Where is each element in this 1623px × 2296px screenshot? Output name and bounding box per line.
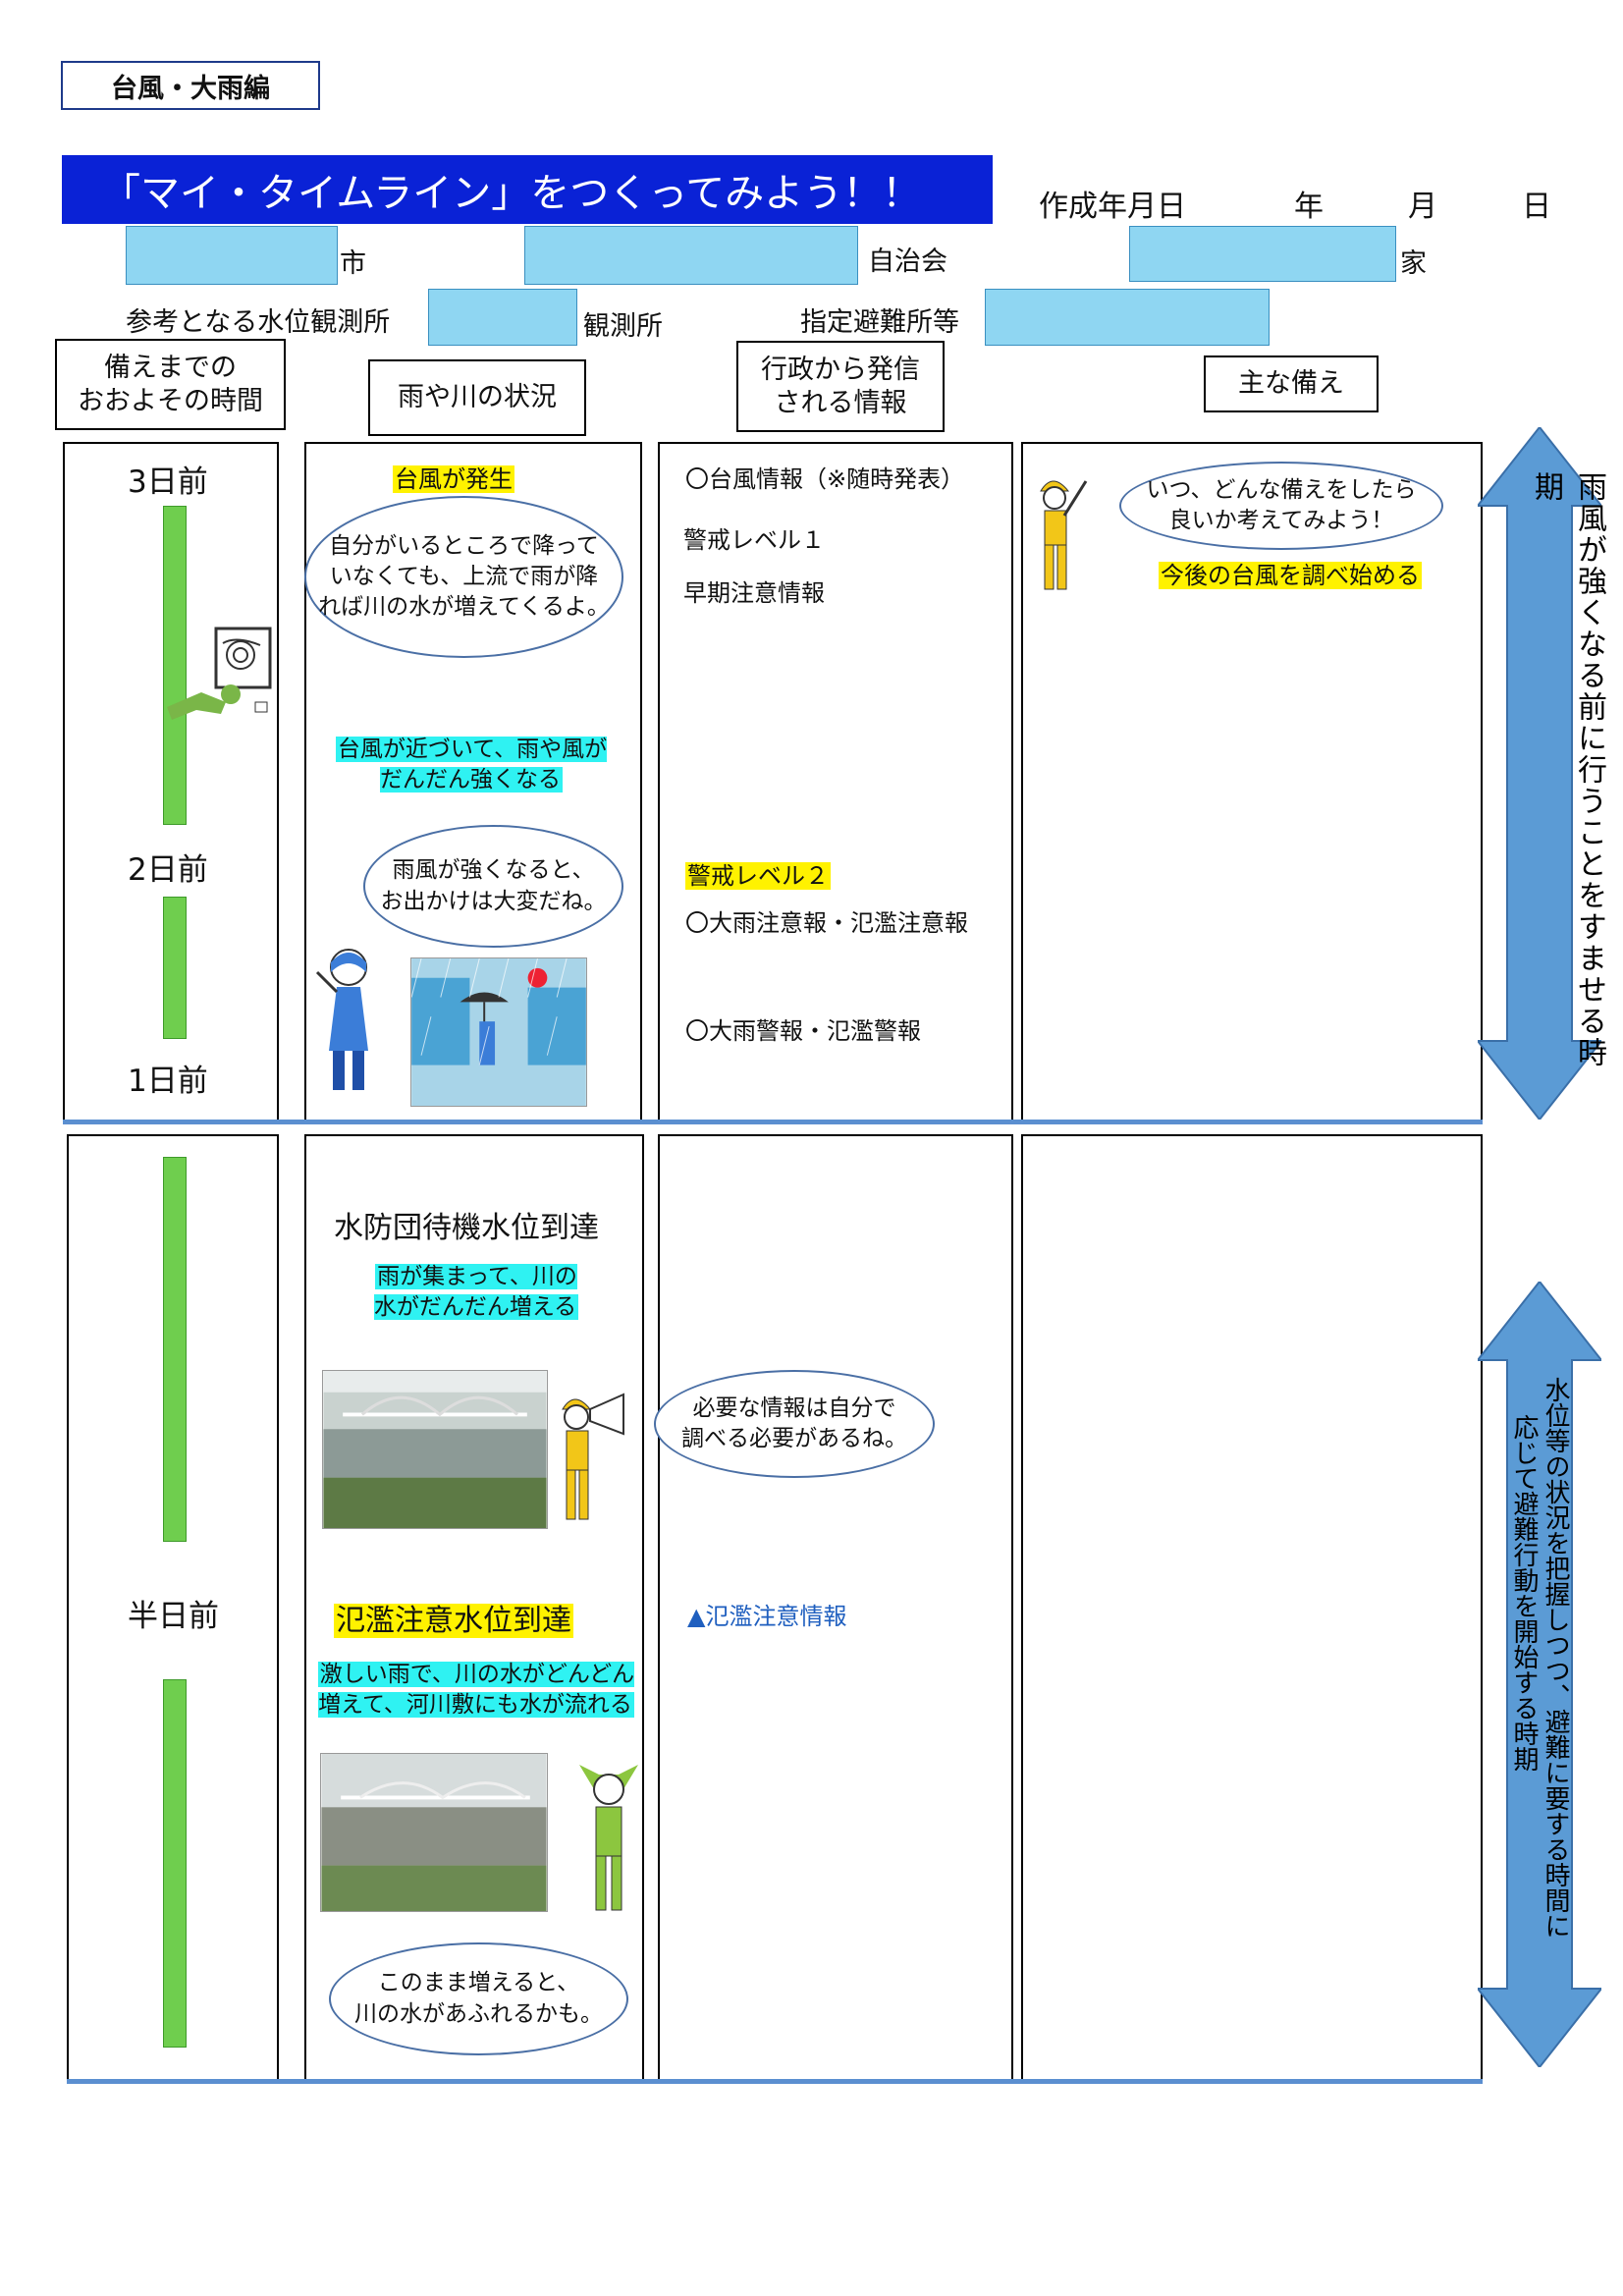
lower-separator (67, 2079, 1483, 2084)
gov-alert-level-2: 警戒レベル２ (685, 862, 831, 890)
lower-period-text-1: 水位等の状況を把握しつつ、避難に要する時間に (1541, 1377, 1570, 1939)
lower-period-text-2: 応じて避難行動を開始する時期 (1509, 1414, 1539, 1772)
heavy-rain-description: 激しい雨で、川の水がどんどん 増えて、河川敷にも水が流れる (317, 1662, 635, 1719)
city-label: 市 (340, 248, 366, 279)
time-bar-4 (163, 1679, 187, 2048)
header-prep: 主な備え (1204, 355, 1379, 412)
speech-bubble-information: 必要な情報は自分で 調べる必要があるね。 (654, 1370, 935, 1478)
date-day: 日 (1522, 190, 1551, 224)
gov-early-caution: 早期注意情報 (683, 579, 825, 607)
gov-typhoon-info: 〇台風情報（※随時発表） (685, 465, 965, 493)
approaching-typhoon: 台風が近づいて、雨や風が だんだん強くなる (335, 737, 608, 793)
standby-water-level: 水防団待機水位到達 (334, 1211, 599, 1245)
typhoon-born: 台風が発生 (393, 465, 514, 493)
character-weathermap-icon (167, 627, 272, 720)
rainy-street-image (410, 957, 587, 1107)
time-bar-3 (163, 1157, 187, 1542)
flood-caution-level: 氾濫注意水位到達 (334, 1604, 573, 1638)
upper-separator (63, 1120, 1483, 1124)
shelter-label: 指定避難所等 (800, 307, 959, 338)
association-label: 自治会 (868, 246, 947, 277)
header-gov: 行政から発信 される情報 (736, 341, 945, 432)
speech-bubble-think: いつ、どんな備えをしたら 良いか考えてみよう！ (1119, 462, 1443, 550)
station-suffix: 観測所 (583, 311, 663, 342)
prep-start-research: 今後の台風を調べ始める (1159, 562, 1422, 589)
header-river: 雨や川の状況 (368, 359, 586, 436)
col-prep-upper (1021, 442, 1483, 1122)
time-bar-2 (163, 897, 187, 1039)
time-2days: 2日前 (128, 852, 208, 888)
woman-character-icon (315, 949, 368, 1090)
city-field[interactable] (126, 226, 338, 285)
date-label: 作成年月日 (1039, 190, 1186, 224)
category-tag: 台風・大雨編 (61, 61, 320, 110)
gov-alert-level-1: 警戒レベル１ (683, 526, 825, 554)
lower-period-arrow (1478, 1282, 1601, 2067)
upper-period-text: 雨風が強くなる前に行うことをすませる時期 (1529, 471, 1606, 1068)
gov-advisory: 〇大雨注意報・氾濫注意報 (685, 909, 968, 937)
river-photo-2 (320, 1753, 548, 1912)
station-label: 参考となる水位観測所 (126, 307, 391, 338)
association-field[interactable] (524, 226, 858, 285)
col-gov-lower (658, 1134, 1013, 2082)
upper-period-arrow (1478, 427, 1601, 1120)
time-3days: 3日前 (128, 465, 208, 500)
rain-gathering: 雨が集まって、川の 水がだんだん増える (373, 1264, 579, 1321)
family-field[interactable] (1129, 226, 1396, 282)
river-photo-1 (322, 1370, 548, 1529)
date-month: 月 (1408, 190, 1437, 224)
surprised-character-icon (579, 1765, 638, 1911)
page-title: 「マイ・タイムライン」をつくってみよう！！ (62, 155, 993, 224)
station-field[interactable] (428, 289, 577, 346)
shelter-field[interactable] (985, 289, 1270, 346)
speech-bubble-overflow: このまま増えると、 川の水があふれるかも。 (329, 1942, 628, 2055)
time-bar-1 (163, 506, 187, 825)
pointing-boy-icon (1040, 480, 1088, 590)
gov-warning: 〇大雨警報・氾濫警報 (685, 1017, 921, 1045)
header-time: 備えまでの おおよその時間 (55, 339, 286, 430)
family-label: 家 (1400, 248, 1427, 279)
speech-bubble-outing: 雨風が強くなると、 お出かけは大変だね。 (363, 825, 623, 948)
time-1day: 1日前 (128, 1064, 208, 1099)
date-year: 年 (1294, 190, 1324, 224)
time-half-day: 半日前 (128, 1599, 219, 1634)
speech-bubble-upstream: 自分がいるところで降って いなくても、上流で雨が降 れば川の水が増えてくるよ。 (304, 496, 623, 658)
col-prep-lower (1021, 1134, 1483, 2082)
gov-flood-caution-info: ▲氾濫注意情報 (687, 1603, 847, 1630)
megaphone-boy-icon (562, 1393, 624, 1520)
